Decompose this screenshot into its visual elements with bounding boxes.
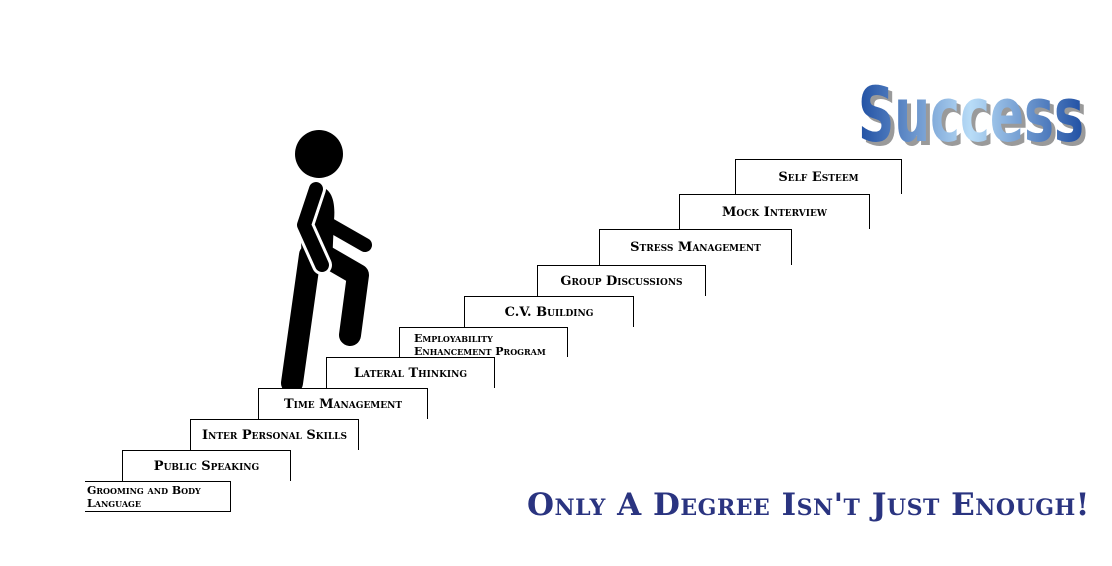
step-self-esteem: Self Esteem [735,159,902,194]
step-label: C.V. Building [504,304,594,320]
step-label: Time Management [283,396,403,412]
step-label: Stress Management [630,240,761,255]
step-lateral-thinking: Lateral Thinking [326,357,495,388]
step-cv-building: C.V. Building [464,296,634,327]
step-group-discussions: Group Discussions [537,265,706,296]
step-label: Grooming and Body [87,484,201,497]
step-label: Self Esteem [778,169,859,185]
success-shadow: Success [862,74,1088,162]
tagline: Only A Degree Isn't Just Enough! [527,487,1090,523]
step-grooming-body-language: Grooming and Body Language [85,481,231,512]
step-employability-enhancement: Employability Enhancement Program [399,327,568,358]
step-label-line2: Language [87,497,141,510]
step-label-line2: Enhancement Program [414,345,546,358]
step-mock-interview: Mock Interview [679,194,870,229]
step-inter-personal-skills: Inter Personal Skills [190,419,359,450]
step-label: Lateral Thinking [353,365,468,381]
success-wordart: Success Success [858,72,1088,162]
step-label: Inter Personal Skills [202,427,347,443]
step-label: Employability [414,332,493,345]
step-label: Public Speaking [153,458,260,474]
walking-person-icon [281,130,372,394]
step-label: Mock Interview [722,204,827,220]
step-stress-management: Stress Management [599,229,792,265]
success-title: Success [858,72,1084,159]
step-label: Group Discussions [560,273,683,289]
step-public-speaking: Public Speaking [122,450,291,481]
step-time-management: Time Management [258,388,428,419]
